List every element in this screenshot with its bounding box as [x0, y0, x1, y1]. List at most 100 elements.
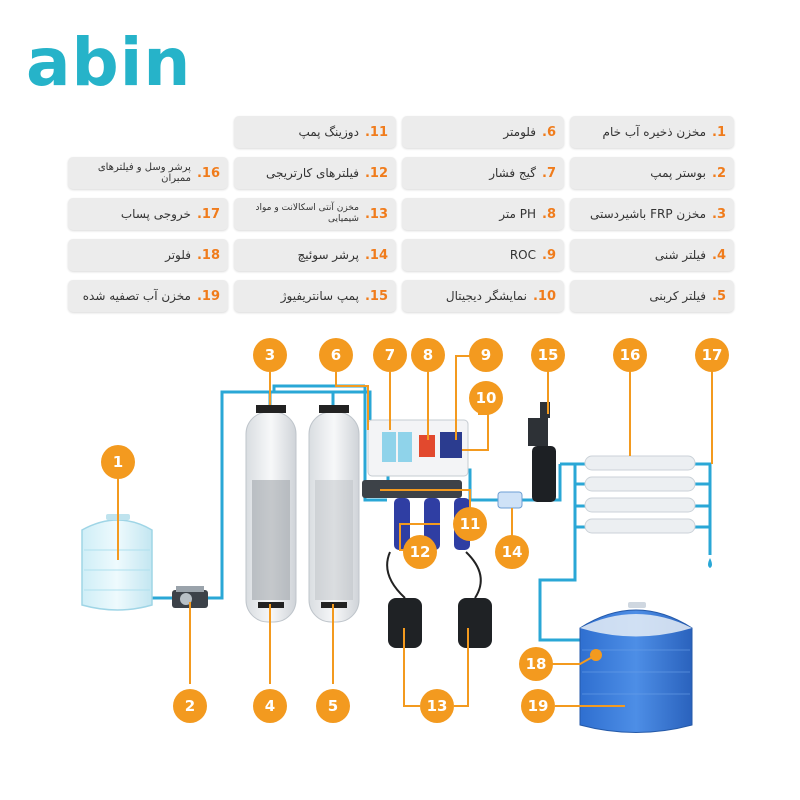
legend-num: 3. [712, 206, 726, 222]
legend-text: PH متر [499, 207, 536, 221]
legend-num: 16. [196, 165, 220, 181]
legend-text: خروجی پساب [120, 207, 191, 221]
legend-item-8: 8. PH متر [402, 198, 564, 230]
legend-num: 19. [196, 288, 220, 304]
svg-text:3: 3 [265, 346, 275, 364]
product-water-tank [579, 602, 693, 733]
legend-item-12: 12. فیلترهای کارتریجی [234, 157, 396, 189]
svg-text:9: 9 [481, 346, 491, 364]
badge-4: 4 [253, 689, 287, 723]
badge-6: 6 [319, 338, 353, 372]
svg-text:7: 7 [385, 346, 395, 364]
svg-text:19: 19 [528, 697, 549, 715]
pipe-pump-to-columns [208, 390, 372, 600]
centrifugal-pump [528, 402, 556, 502]
svg-text:5: 5 [328, 697, 338, 715]
pressure-vessels [584, 455, 696, 534]
legend-text: دوزینگ پمپ [298, 125, 359, 139]
legend-num: 7. [542, 165, 556, 181]
legend-text: فیلترهای کارتریجی [265, 166, 359, 180]
legend-item-19: 19. مخزن آب تصفیه شده [68, 280, 228, 312]
legend-item-2: 2. بوستر پمپ [570, 157, 734, 189]
legend-num: 15. [364, 288, 388, 304]
svg-text:10: 10 [476, 389, 497, 407]
svg-text:12: 12 [410, 543, 431, 561]
frp-columns [245, 405, 360, 623]
legend-num: 4. [712, 247, 726, 263]
badge-10: 10 [469, 381, 503, 415]
legend-item-15: 15. پمپ سانتریفیوژ [234, 280, 396, 312]
legend-item-14: 14. پرشر سوئیچ [234, 239, 396, 271]
water-drop-icon [708, 558, 712, 568]
legend-text: مخزن ذخیره آب خام [602, 125, 706, 139]
legend-text: مخزن آب تصفیه شده [82, 289, 191, 303]
badge-11: 11 [453, 507, 487, 541]
number-badges: 1 2 3 4 5 6 7 8 9 10 11 12 13 14 15 16 1… [101, 338, 729, 723]
badge-1: 1 [101, 445, 135, 479]
legend-text: گیج فشار [489, 166, 536, 180]
pipe-to-cartridge [363, 386, 387, 502]
legend-num: 14. [364, 247, 388, 263]
legend-item-5: 5. فیلتر کربنی [570, 280, 734, 312]
svg-text:11: 11 [460, 515, 481, 533]
legend-text: فیلتر کربنی [649, 289, 706, 303]
badge-14: 14 [495, 535, 529, 569]
svg-text:16: 16 [620, 346, 641, 364]
badge-9: 9 [469, 338, 503, 372]
svg-text:17: 17 [702, 346, 723, 364]
legend-item-1: 1. مخزن ذخیره آب خام [570, 116, 734, 148]
control-panel [367, 419, 469, 477]
legend-num: 18. [196, 247, 220, 263]
legend-item-10: 10. نمایشگر دیجیتال [402, 280, 564, 312]
legend-text: پرشر سوئیچ [297, 248, 359, 262]
svg-text:1: 1 [113, 453, 123, 471]
badge-15: 15 [531, 338, 565, 372]
legend-num: 9. [542, 247, 556, 263]
pressure-switch [497, 491, 523, 509]
legend-item-11: 11. دوزینگ پمپ [234, 116, 396, 148]
legend-item-13: 13. مخزن آنتی اسکالانت و مواد شیمیایی [234, 198, 396, 230]
legend-item-16: 16.پرشر وسل و فیلترهای ممبران [68, 157, 228, 189]
badge-7: 7 [373, 338, 407, 372]
svg-text:4: 4 [265, 697, 275, 715]
badge-17: 17 [695, 338, 729, 372]
svg-text:13: 13 [427, 697, 448, 715]
legend-item-4: 4. فیلتر شنی [570, 239, 734, 271]
legend-text: فیلتر شنی [654, 248, 706, 262]
badge-5: 5 [316, 689, 350, 723]
legend-text: ROC [509, 248, 536, 262]
legend-num: 13. [364, 206, 388, 222]
svg-text:15: 15 [538, 346, 559, 364]
legend-item-3: 3.مخزن FRP باشیردستی [570, 198, 734, 230]
legend-text: بوستر پمپ [650, 166, 706, 180]
badge-12: 12 [403, 535, 437, 569]
badge-18: 18 [519, 647, 553, 681]
legend-num: 8. [542, 206, 556, 222]
pipe-top [272, 384, 365, 392]
legend-text: فلومتر [503, 125, 536, 139]
legend-num: 11. [364, 124, 388, 140]
svg-text:2: 2 [185, 697, 195, 715]
legend-text: پمپ سانتریفیوژ [280, 289, 359, 303]
legend-text: مخزن آنتی اسکالانت و مواد شیمیایی [255, 203, 359, 224]
legend-item-7: 7. گیج فشار [402, 157, 564, 189]
badge-8: 8 [411, 338, 445, 372]
pipe-reject-branches [695, 482, 710, 529]
brand-logo: abin [26, 24, 192, 101]
legend-num: 5. [712, 288, 726, 304]
legend-item-9: 9. ROC [402, 239, 564, 271]
legend-item-6: 6.فلومتر [402, 116, 564, 148]
legend-item-18: 18.فلوتر [68, 239, 228, 271]
legend-text: نمایشگر دیجیتال [445, 289, 527, 303]
raw-water-tank [81, 514, 153, 611]
badge-3: 3 [253, 338, 287, 372]
legend-num: 12. [364, 165, 388, 181]
badge-19: 19 [521, 689, 555, 723]
legend-num: 2. [712, 165, 726, 181]
badge-2: 2 [173, 689, 207, 723]
pipe-reject [695, 462, 712, 555]
legend-num: 1. [712, 124, 726, 140]
legend-grid: 1. مخزن ذخیره آب خام 2. بوستر پمپ 3.مخزن F… [68, 112, 734, 314]
legend-num: 10. [532, 288, 556, 304]
